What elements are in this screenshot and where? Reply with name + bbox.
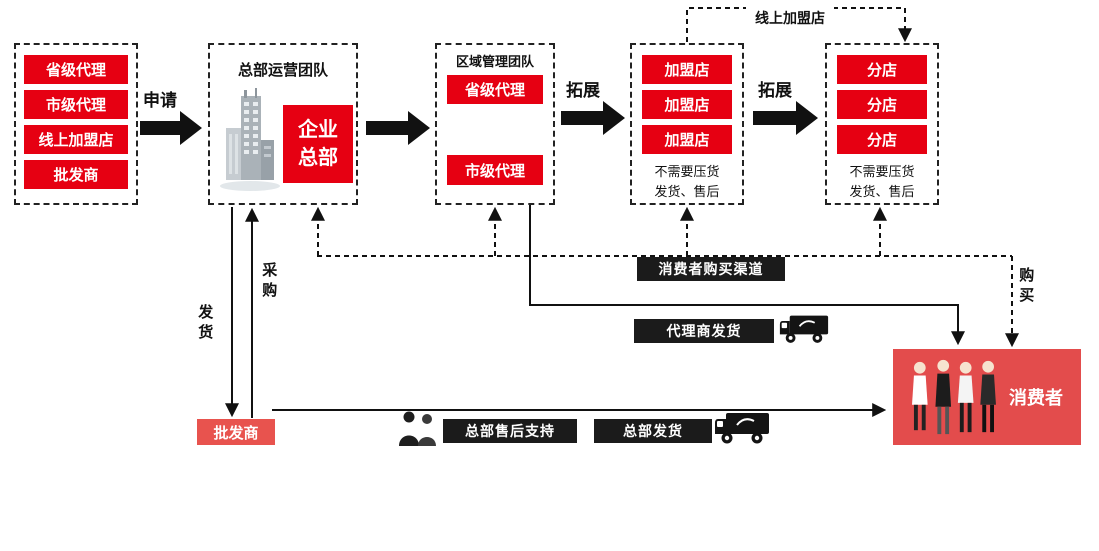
- node-provincial-agent: 省级代理: [24, 55, 128, 84]
- expand-label-2: 拓展: [758, 81, 792, 100]
- node-branch-store: 分店: [837, 90, 927, 119]
- branch-note-line1: 不需要压货: [849, 164, 915, 179]
- node-franchise-store: 加盟店: [642, 125, 732, 154]
- hq-group: 总部运营团队: [208, 43, 358, 205]
- expand-label-1: 拓展: [566, 81, 600, 100]
- node-wholesaler-bottom: 批发商: [197, 419, 275, 445]
- franchise-note-line1: 不需要压货: [654, 164, 720, 179]
- node-regional-provincial-agent: 省级代理: [447, 75, 543, 104]
- node-city-agent: 市级代理: [24, 90, 128, 119]
- consumer-label: 消费者: [1009, 388, 1063, 408]
- support-staff-icon: [398, 410, 438, 446]
- node-branch-store: 分店: [837, 55, 927, 84]
- franchise-note-line2: 发货、售后: [654, 184, 720, 200]
- branch-note-line2: 发货、售后: [849, 184, 915, 200]
- node-franchise-store: 加盟店: [642, 55, 732, 84]
- agent-shipping-label: 代理商发货: [634, 319, 774, 343]
- node-consumer: 消费者: [893, 349, 1081, 445]
- node-wholesaler: 批发商: [24, 160, 128, 189]
- apply-label: 申请: [143, 91, 177, 110]
- regional-group: 区域管理团队 省级代理 市级代理: [435, 43, 555, 205]
- node-enterprise-hq: 企业总部: [283, 105, 353, 183]
- node-branch-store: 分店: [837, 125, 927, 154]
- shipping-label: 发货: [196, 303, 216, 342]
- node-franchise-store: 加盟店: [642, 90, 732, 119]
- hq-shipping-label: 总部发货: [594, 419, 712, 443]
- regional-group-title: 区域管理团队: [455, 54, 534, 69]
- procurement-label: 采购: [260, 261, 280, 300]
- node-online-franchise: 线上加盟店: [24, 125, 128, 154]
- purchase-label: 购买: [1017, 266, 1037, 305]
- hq-after-sales-label: 总部售后支持: [443, 419, 577, 443]
- node-regional-city-agent: 市级代理: [447, 155, 543, 185]
- online-franchise-bridge-label: 线上加盟店: [746, 6, 834, 30]
- franchise-group: 加盟店 加盟店 加盟店 不需要压货 发货、售后: [630, 43, 744, 205]
- consumer-channel-label: 消费者购买渠道: [637, 257, 785, 281]
- consumers-icon: [903, 356, 1003, 438]
- hq-group-title: 总部运营团队: [237, 62, 328, 79]
- truck-icon: [779, 312, 829, 346]
- branch-group: 分店 分店 分店 不需要压货 发货、售后: [825, 43, 939, 205]
- truck-icon: [714, 410, 770, 446]
- candidates-group: 省级代理 市级代理 线上加盟店 批发商: [14, 43, 138, 205]
- building-icon: [216, 88, 284, 193]
